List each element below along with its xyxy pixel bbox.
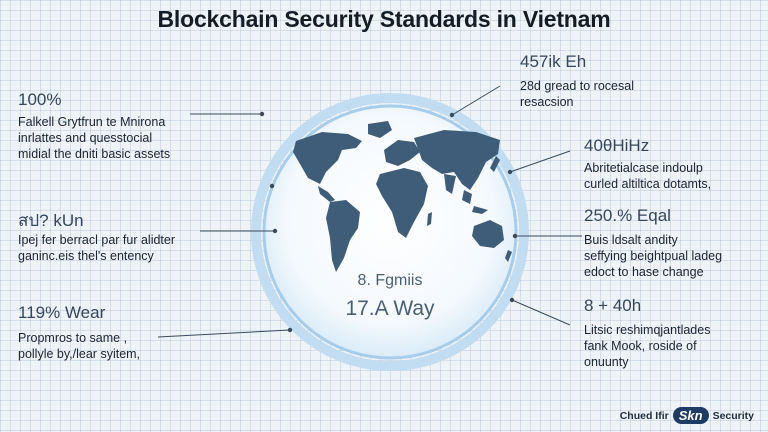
stat-text-bottom-right: Litsic reshimqjantlades fank Mook, rosid… [584,322,710,370]
stat-text-top-right: 28d gread to rocesal resacsion [520,78,634,110]
stat-line: 28d gread to rocesal [520,79,634,93]
stat-line: fank Mook, roside of [584,339,697,353]
page-title: Blockchain Security Standards in Vietnam [157,6,611,32]
stat-line: Ipej fer berracl par fur alidter [18,233,176,247]
stat-line: Propmros to same , [18,331,128,345]
globe-caption-small: 8. Fgmiis [357,272,423,289]
stat-line: curled altiltica dotamts, [584,177,712,191]
stat-line: ganinc.eis thel's entency [18,249,154,263]
stat-line: Falkell Grytfrun te Mnirona [18,115,166,129]
stat-heading-top-left: 100% [18,90,62,109]
stat-heading-bottom-right: 8 + 40h [584,296,642,315]
footer-suffix: Security [712,409,754,422]
stat-line: edoct to hase change [584,265,704,279]
footer-prefix: Chued Ifir [619,409,669,422]
stat-text-bottom-left: Propmros to same , pollyle by,/lear syit… [18,330,140,362]
stat-text-mid-left: Ipej fer berracl par fur alidter ganinc.… [18,232,175,264]
stat-heading-top-right: 457ik Eh [520,52,587,71]
stat-line: onuunty [584,355,629,369]
stat-heading-mid-right: 40θHiHz [584,136,650,155]
globe-outer-ring [251,93,529,371]
world-map [293,121,512,272]
stat-line: Abritetialcase indoulp [584,161,703,175]
stat-heading-low-right: 250.% Eqal [584,206,671,225]
globe-caption-large: 17.A Way [345,297,435,320]
connector-dots [259,111,518,333]
brand-logo: Skn [672,407,709,424]
stat-heading-bottom-left: 119% Wear [18,303,106,322]
stat-line: resacsion [520,95,574,109]
stat-line: midial the dniti basic assets [18,147,171,161]
stat-line: Litsic reshimqjantlades [584,323,711,337]
stat-line: Buis ldsalt andity [584,233,678,247]
connector-lines [157,85,582,338]
stat-line: pollyle by,/lear syitem, [18,347,141,361]
footer-brand: Chued Ifir Skn Security [620,407,754,424]
stat-text-low-right: Buis ldsalt andity seffying beightpual l… [584,232,722,280]
stat-text-mid-right: Abritetialcase indoulp curled altiltica … [584,160,711,192]
stat-heading-mid-left: สป? kUn [18,211,84,230]
stat-line: inrlattes and quesstocial [18,131,153,145]
stat-line: seffying beightpual ladeg [584,249,723,263]
stat-text-top-left: Falkell Grytfrun te Mnirona inrlattes an… [18,114,170,162]
